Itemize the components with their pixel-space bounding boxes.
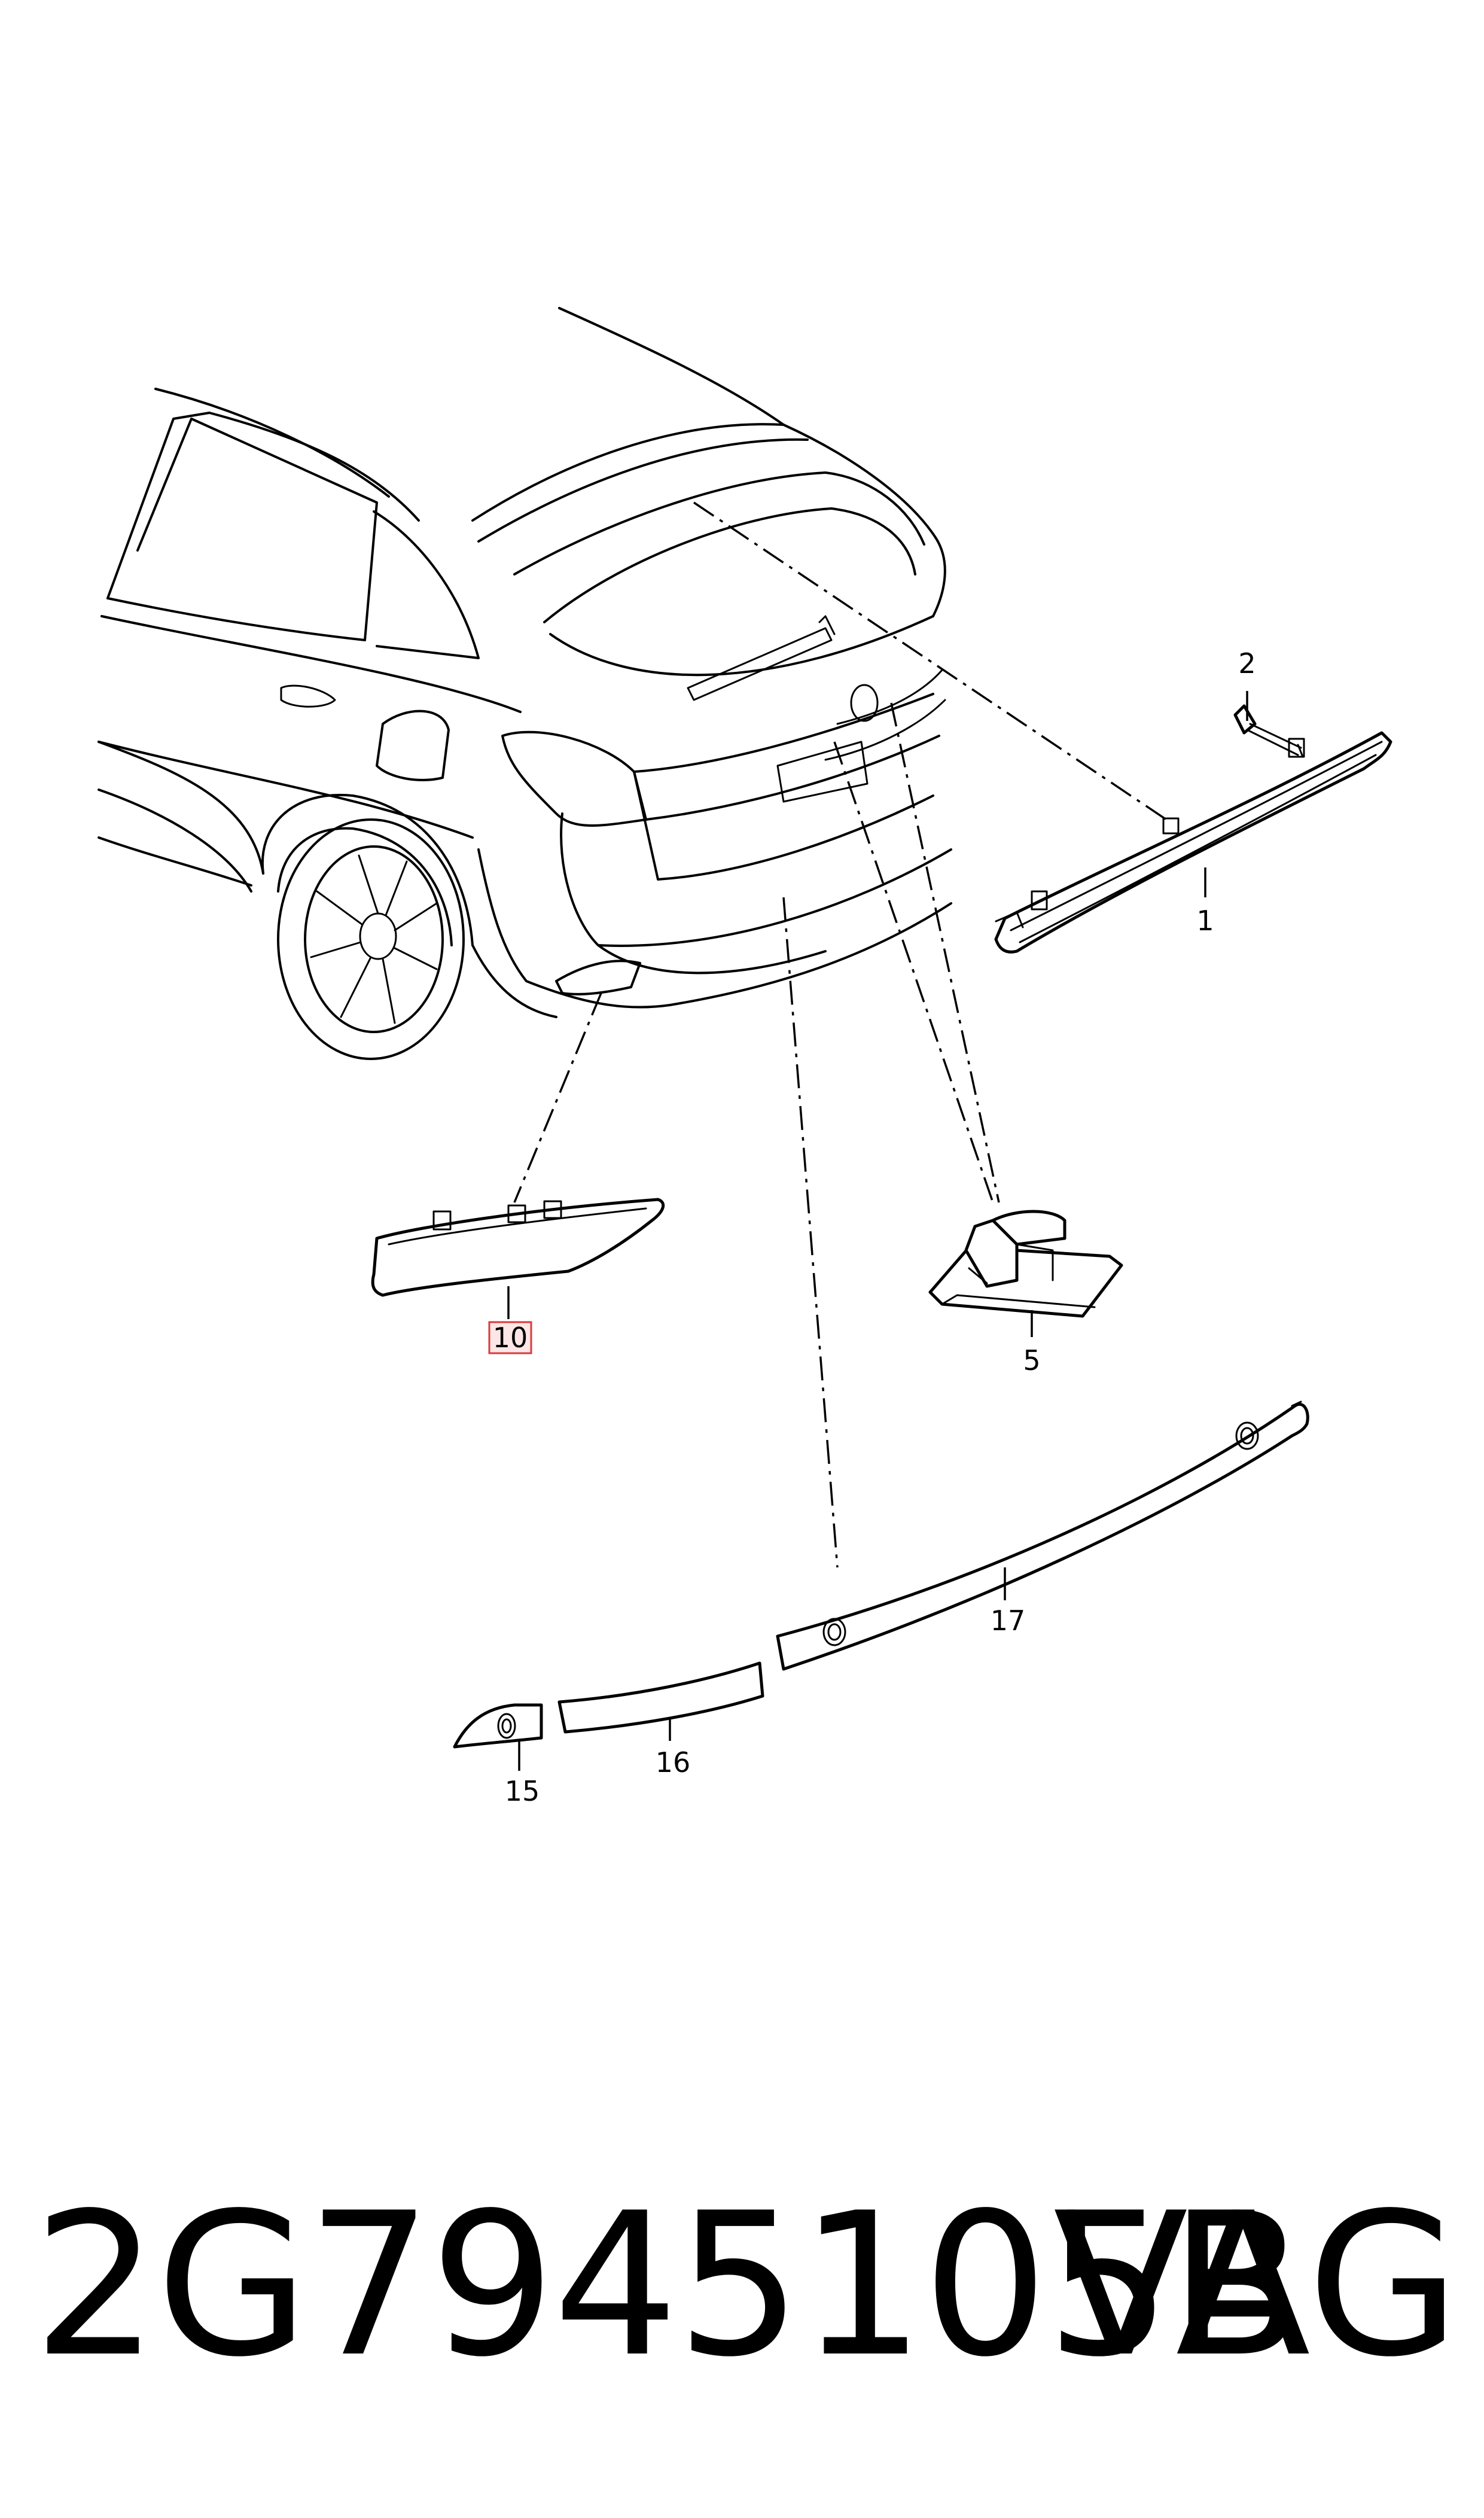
callout-10-highlight [488, 1321, 532, 1354]
part-16-trim [557, 1661, 764, 1734]
callout-16: 16 [656, 1746, 691, 1779]
vehicle-outline [97, 307, 952, 1060]
exploded-parts-diagram: 2 1 5 10 15 16 17 [97, 307, 1392, 1807]
callout-labels: 2 1 5 10 15 16 17 [488, 647, 1256, 1807]
callout-10: 10 [493, 1322, 528, 1354]
part-5-plate-lamp [928, 1210, 1123, 1318]
callout-2: 2 [1238, 647, 1256, 680]
part-2-screw [1233, 704, 1304, 758]
callout-leaders [507, 691, 1248, 1771]
part-1-brake-light [994, 731, 1392, 954]
callout-15: 15 [505, 1775, 540, 1807]
assembly-lines [513, 501, 1167, 1568]
callout-1: 1 [1196, 905, 1214, 937]
part-number-footer: 2G7945105B VAG [0, 2178, 1484, 2393]
wheel-spokes [310, 854, 438, 1024]
part-17-trim [776, 1400, 1309, 1671]
part-number: 2G7945105B [33, 2170, 1305, 2400]
part-10-reflector [371, 1198, 665, 1297]
part-15-trim [453, 1703, 543, 1749]
callout-17: 17 [991, 1604, 1026, 1637]
callout-5: 5 [1023, 1344, 1040, 1377]
brand-label: VAG [1053, 2170, 1460, 2400]
